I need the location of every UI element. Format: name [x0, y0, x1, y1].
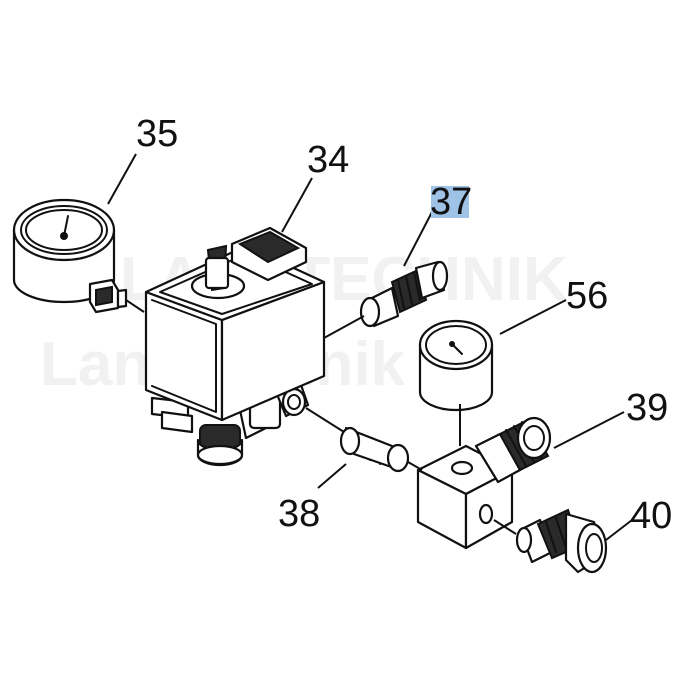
part-34-pressure-switch[interactable]	[144, 226, 326, 467]
label-56: 56	[566, 275, 608, 317]
part-37-unloader-valve[interactable]	[359, 260, 449, 328]
label-35: 35	[136, 113, 178, 155]
label-38: 38	[278, 493, 320, 535]
part-39-regulator-knob[interactable]	[474, 416, 552, 484]
label-34: 34	[307, 139, 349, 181]
part-56-small-gauge[interactable]	[418, 319, 494, 412]
part-38-threaded-nipple[interactable]	[339, 426, 410, 473]
label-40: 40	[630, 495, 672, 537]
leader-lines	[107, 153, 633, 541]
connection-lines	[125, 299, 517, 535]
label-37: 37	[430, 181, 472, 223]
label-39: 39	[626, 387, 668, 429]
part-35-pressure-gauge[interactable]	[12, 198, 128, 314]
part-40-quick-coupler[interactable]	[515, 508, 608, 574]
part-labels: 35 34 37 56 39 38 40	[136, 113, 672, 537]
label-37-highlight	[431, 186, 469, 218]
